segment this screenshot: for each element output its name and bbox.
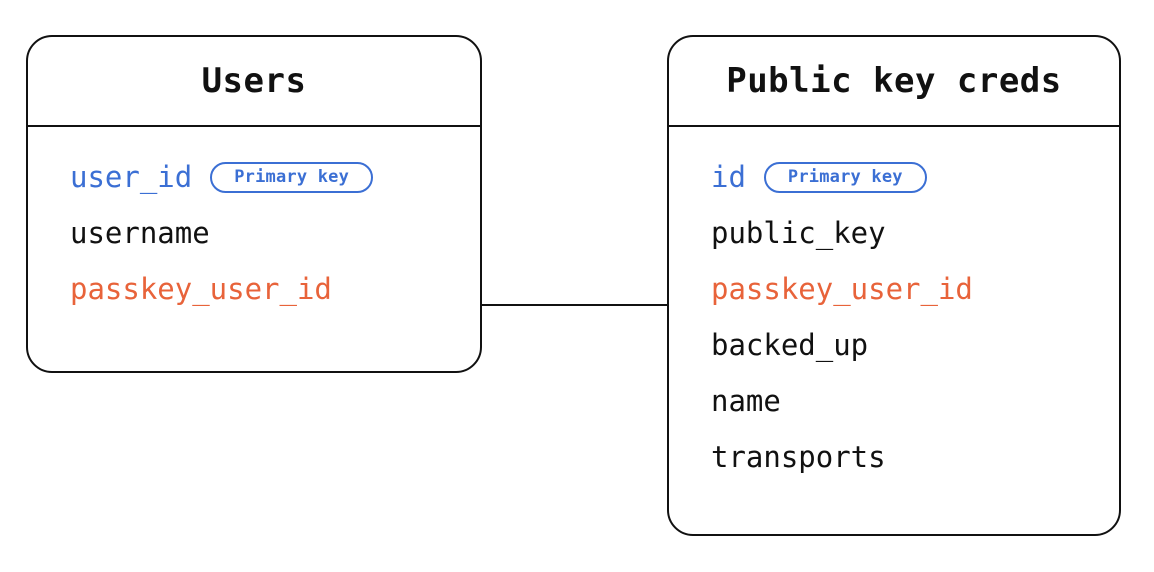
attribute-name-name: name	[711, 383, 781, 418]
attribute-name-transports: transports	[711, 439, 886, 474]
relationship-connector-users-to-creds	[481, 304, 669, 306]
entity-users-title: Users	[201, 61, 307, 101]
entity-public-key-creds-title: Public key creds	[726, 61, 1062, 101]
attribute-name-backed-up: backed_up	[711, 327, 869, 362]
attribute-row[interactable]: passkey_user_id	[28, 261, 480, 317]
primary-key-badge: Primary key	[763, 161, 927, 193]
entity-users-header: Users	[28, 37, 480, 127]
primary-key-badge-label: Primary key	[234, 166, 350, 187]
attribute-row[interactable]: transports	[669, 429, 1119, 485]
attribute-row[interactable]: id Primary key	[669, 149, 1119, 205]
attribute-name-user-id: user_id	[70, 159, 193, 194]
entity-users[interactable]: Users user_id Primary key username passk…	[26, 35, 482, 373]
attribute-name-public-key: public_key	[711, 215, 886, 250]
attribute-row[interactable]: passkey_user_id	[669, 261, 1119, 317]
attribute-row[interactable]: backed_up	[669, 317, 1119, 373]
entity-users-attributes: user_id Primary key username passkey_use…	[28, 127, 480, 317]
attribute-name-username: username	[70, 215, 210, 250]
attribute-name-id: id	[711, 159, 746, 194]
attribute-name-passkey-user-id: passkey_user_id	[711, 271, 973, 306]
attribute-row[interactable]: user_id Primary key	[28, 149, 480, 205]
entity-public-key-creds-attributes: id Primary key public_key passkey_user_i…	[669, 127, 1119, 485]
attribute-row[interactable]: public_key	[669, 205, 1119, 261]
entity-public-key-creds[interactable]: Public key creds id Primary key public_k…	[667, 35, 1121, 536]
primary-key-badge-label: Primary key	[787, 166, 903, 187]
attribute-name-passkey-user-id: passkey_user_id	[70, 271, 332, 306]
attribute-row[interactable]: username	[28, 205, 480, 261]
attribute-row[interactable]: name	[669, 373, 1119, 429]
primary-key-badge: Primary key	[210, 161, 374, 193]
entity-public-key-creds-header: Public key creds	[669, 37, 1119, 127]
